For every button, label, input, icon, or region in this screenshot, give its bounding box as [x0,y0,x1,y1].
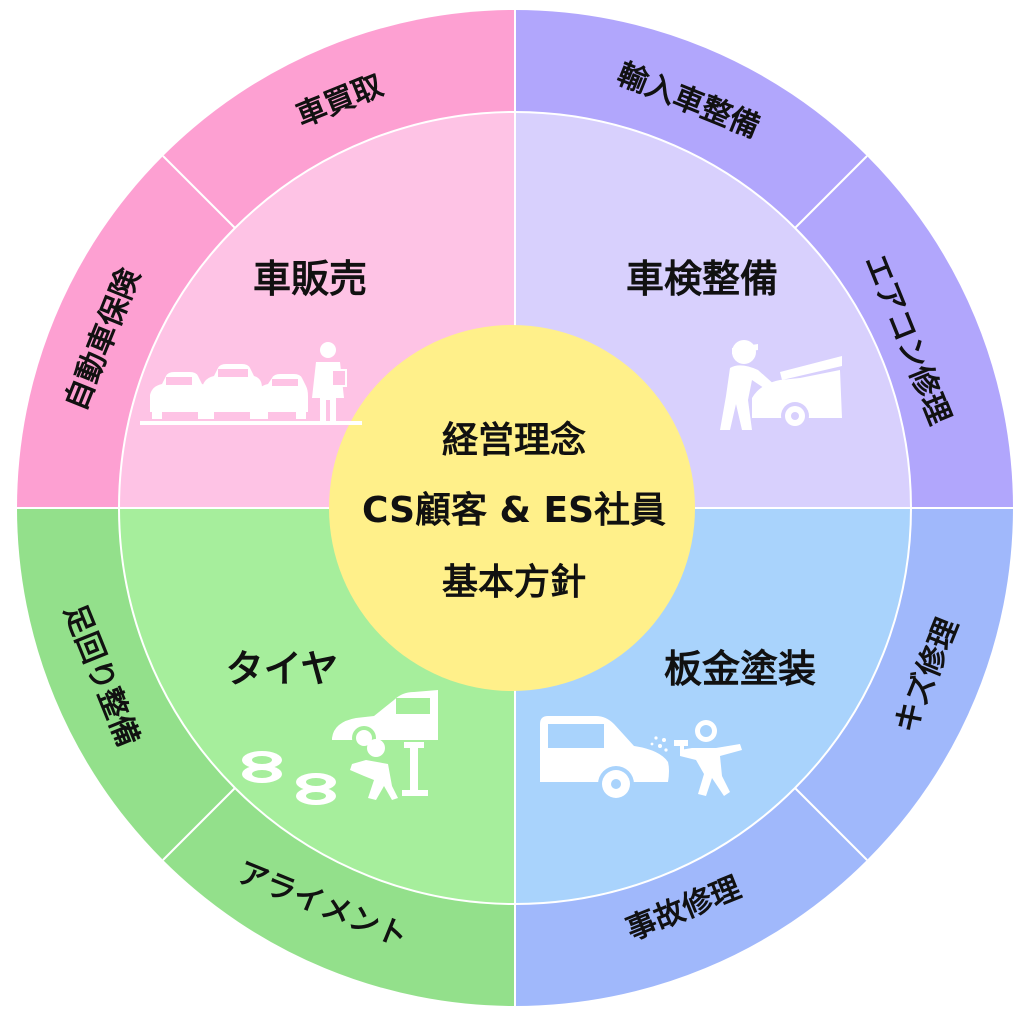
cars-lineup-salesperson-icon [140,342,362,425]
center-circle [329,325,695,691]
quadrant-label-bodywork: 板金塗装 [664,647,816,691]
mechanic-under-hood-icon [720,340,842,430]
center-line-2: CS顧客 & ES社員 [362,490,666,531]
quadrant-label-sales: 車販売 [253,257,367,301]
quadrant-label-tires: タイヤ [226,647,339,691]
center-line-1: 経営理念 [442,419,586,461]
spray-painter-car-icon [540,716,742,802]
center-line-3: 基本方針 [442,562,586,603]
center-hub: 経営理念 CS顧客 & ES社員 基本方針 [329,325,695,691]
quadrant-label-inspection: 車検整備 [626,257,778,301]
tire-change-lift-icon [242,690,438,805]
